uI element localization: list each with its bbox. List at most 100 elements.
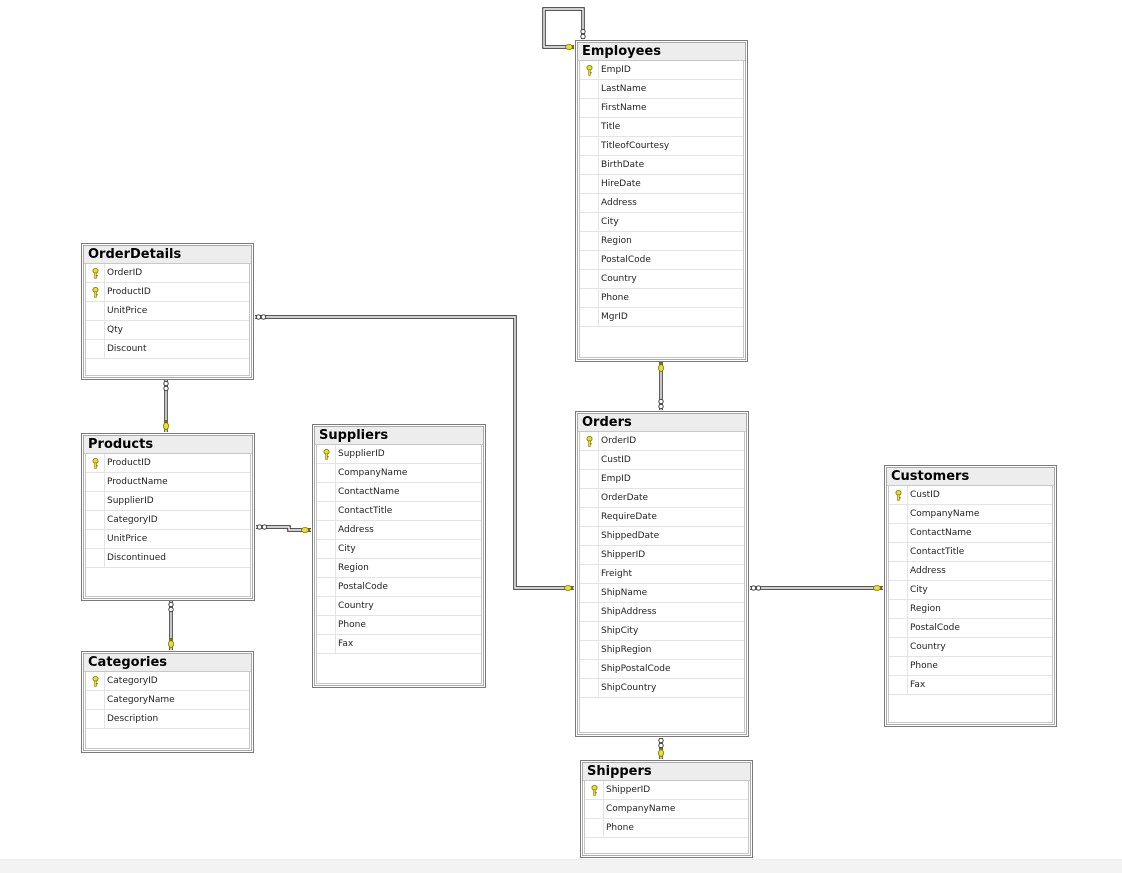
row-selector[interactable] — [889, 543, 908, 562]
row-selector[interactable] — [317, 578, 336, 597]
column-row[interactable]: Address — [889, 562, 1052, 581]
row-selector[interactable] — [317, 483, 336, 502]
column-row[interactable]: ShipPostalCode — [580, 660, 744, 679]
relationship-suppliers-products[interactable] — [256, 525, 311, 532]
column-row[interactable]: OrderDate — [580, 489, 744, 508]
row-selector[interactable] — [317, 502, 336, 521]
column-row[interactable]: Title — [580, 118, 743, 137]
column-row[interactable]: Description — [86, 710, 249, 729]
column-row[interactable]: ProductID — [86, 283, 249, 302]
relationship-employees-self[interactable] — [542, 7, 585, 49]
row-selector[interactable] — [580, 527, 599, 546]
row-selector[interactable] — [580, 270, 599, 289]
row-selector[interactable] — [580, 660, 599, 679]
column-row[interactable]: BirthDate — [580, 156, 743, 175]
column-row[interactable]: Fax — [889, 676, 1052, 695]
row-selector[interactable] — [889, 505, 908, 524]
column-row[interactable]: TitleofCourtesy — [580, 137, 743, 156]
relationship-orders-orderdetails[interactable] — [255, 315, 574, 590]
row-selector[interactable] — [889, 524, 908, 543]
row-selector[interactable] — [889, 657, 908, 676]
row-selector[interactable] — [889, 581, 908, 600]
row-selector[interactable] — [889, 638, 908, 657]
column-row[interactable]: Country — [889, 638, 1052, 657]
row-selector[interactable] — [86, 672, 105, 691]
column-row[interactable]: CustID — [580, 451, 744, 470]
column-row[interactable]: OrderID — [86, 264, 249, 283]
column-row[interactable]: Region — [580, 232, 743, 251]
row-selector[interactable] — [317, 597, 336, 616]
column-row[interactable]: CustID — [889, 486, 1052, 505]
column-row[interactable]: City — [580, 213, 743, 232]
row-selector[interactable] — [889, 619, 908, 638]
column-row[interactable]: CategoryID — [86, 511, 250, 530]
column-row[interactable]: Phone — [585, 819, 748, 838]
column-row[interactable]: ContactTitle — [889, 543, 1052, 562]
row-selector[interactable] — [580, 451, 599, 470]
column-row[interactable]: City — [317, 540, 481, 559]
row-selector[interactable] — [580, 156, 599, 175]
row-selector[interactable] — [86, 321, 105, 340]
column-row[interactable]: ContactName — [317, 483, 481, 502]
row-selector[interactable] — [86, 454, 105, 473]
row-selector[interactable] — [86, 473, 105, 492]
column-row[interactable]: SupplierID — [317, 445, 481, 464]
column-row[interactable]: ShipCountry — [580, 679, 744, 698]
column-row[interactable]: Freight — [580, 565, 744, 584]
row-selector[interactable] — [580, 679, 599, 698]
row-selector[interactable] — [580, 213, 599, 232]
column-row[interactable]: CategoryID — [86, 672, 249, 691]
row-selector[interactable] — [580, 251, 599, 270]
row-selector[interactable] — [580, 641, 599, 660]
row-selector[interactable] — [86, 710, 105, 729]
column-row[interactable]: PostalCode — [580, 251, 743, 270]
column-row[interactable]: ProductName — [86, 473, 250, 492]
column-row[interactable]: ShippedDate — [580, 527, 744, 546]
row-selector[interactable] — [585, 819, 604, 838]
row-selector[interactable] — [889, 562, 908, 581]
column-row[interactable]: Region — [317, 559, 481, 578]
column-row[interactable]: CompanyName — [317, 464, 481, 483]
row-selector[interactable] — [317, 445, 336, 464]
column-row[interactable]: PostalCode — [889, 619, 1052, 638]
column-row[interactable]: CategoryName — [86, 691, 249, 710]
column-row[interactable]: Fax — [317, 635, 481, 654]
column-row[interactable]: ShipName — [580, 584, 744, 603]
row-selector[interactable] — [580, 565, 599, 584]
column-row[interactable]: LastName — [580, 80, 743, 99]
row-selector[interactable] — [580, 489, 599, 508]
column-row[interactable]: ProductID — [86, 454, 250, 473]
row-selector[interactable] — [86, 492, 105, 511]
column-row[interactable]: Address — [317, 521, 481, 540]
row-selector[interactable] — [86, 264, 105, 283]
row-selector[interactable] — [889, 486, 908, 505]
column-row[interactable]: ShipCity — [580, 622, 744, 641]
row-selector[interactable] — [580, 80, 599, 99]
row-selector[interactable] — [580, 194, 599, 213]
column-row[interactable]: EmpID — [580, 470, 744, 489]
row-selector[interactable] — [86, 511, 105, 530]
column-row[interactable]: Address — [580, 194, 743, 213]
row-selector[interactable] — [86, 691, 105, 710]
row-selector[interactable] — [86, 283, 105, 302]
column-row[interactable]: Phone — [317, 616, 481, 635]
row-selector[interactable] — [580, 289, 599, 308]
row-selector[interactable] — [580, 137, 599, 156]
column-row[interactable]: RequireDate — [580, 508, 744, 527]
row-selector[interactable] — [86, 302, 105, 321]
row-selector[interactable] — [580, 603, 599, 622]
column-row[interactable]: PostalCode — [317, 578, 481, 597]
column-row[interactable]: UnitPrice — [86, 302, 249, 321]
row-selector[interactable] — [585, 800, 604, 819]
column-row[interactable]: HireDate — [580, 175, 743, 194]
column-row[interactable]: Phone — [580, 289, 743, 308]
row-selector[interactable] — [317, 521, 336, 540]
row-selector[interactable] — [580, 432, 599, 451]
column-row[interactable]: EmpID — [580, 61, 743, 80]
column-row[interactable]: Country — [580, 270, 743, 289]
column-row[interactable]: Discount — [86, 340, 249, 359]
row-selector[interactable] — [317, 616, 336, 635]
